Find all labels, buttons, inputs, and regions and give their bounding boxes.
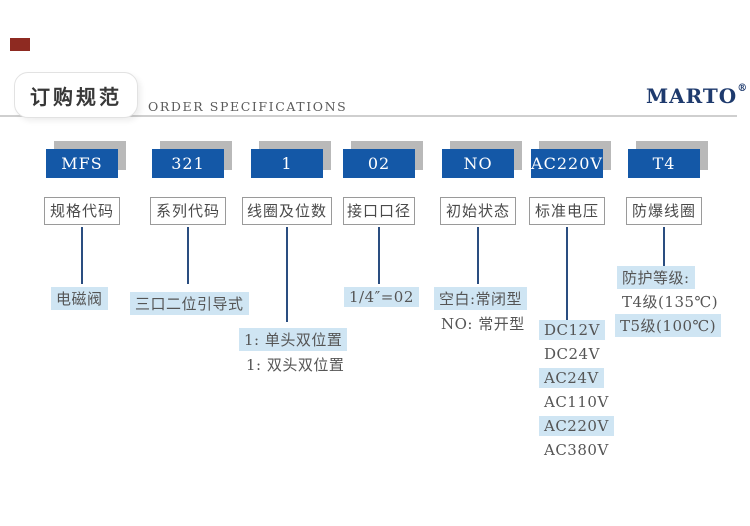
connector-line: [187, 227, 189, 284]
note: 1: 单头双位置: [239, 328, 348, 351]
brand-logo: MARTO®: [646, 83, 749, 109]
connector-line: [378, 227, 380, 284]
note: 1: 双头双位置: [246, 356, 345, 374]
code-box: AC220V: [531, 149, 603, 178]
label-box: 接口口径: [343, 197, 415, 225]
note: 防护等级:: [617, 266, 695, 289]
label-box: 标准电压: [529, 197, 605, 225]
connector-line: [81, 227, 83, 284]
page-title: 订购规范: [30, 84, 122, 109]
label-box: 线圈及位数: [242, 197, 332, 225]
section-marker: [10, 38, 30, 51]
note: 1/4″=02: [344, 287, 419, 307]
section-title-box: 订购规范: [14, 72, 138, 118]
note: T5级(100℃): [615, 314, 722, 337]
page-subtitle: ORDER SPECIFICATIONS: [148, 99, 348, 114]
code-box: T4: [628, 149, 700, 178]
brand-name: MARTO: [646, 84, 738, 108]
connector-line: [663, 227, 665, 266]
note: AC110V: [544, 393, 609, 411]
connector-line: [477, 227, 479, 284]
code-box: 1: [251, 149, 323, 178]
code-box: 02: [343, 149, 415, 178]
note: DC24V: [544, 345, 600, 363]
label-box: 初始状态: [440, 197, 516, 225]
label-box: 规格代码: [44, 197, 120, 225]
connector-line: [566, 227, 568, 320]
note: 三口二位引导式: [130, 292, 249, 315]
code-box: 321: [152, 149, 224, 178]
note: DC12V: [539, 320, 605, 340]
note: AC24V: [539, 368, 604, 388]
code-box: NO: [442, 149, 514, 178]
connector-line: [286, 227, 288, 322]
label-box: 系列代码: [150, 197, 226, 225]
note: T4级(135℃): [622, 293, 719, 311]
note: NO: 常开型: [441, 315, 525, 333]
registered-mark: ®: [737, 83, 749, 94]
note: AC220V: [539, 416, 614, 436]
note: 电磁阀: [51, 287, 108, 310]
header-divider: [0, 115, 737, 117]
label-box: 防爆线圈: [626, 197, 702, 225]
note: 空白:常闭型: [434, 287, 528, 310]
code-box: MFS: [46, 149, 118, 178]
note: AC380V: [544, 441, 609, 459]
